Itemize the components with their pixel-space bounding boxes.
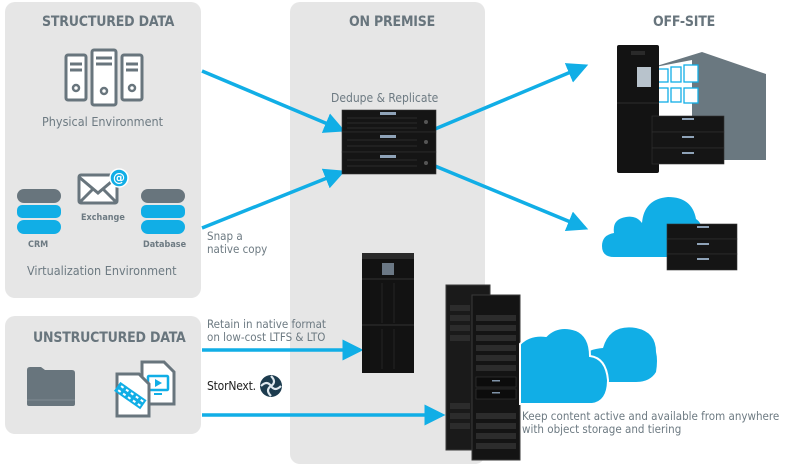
stornext-logo-text: StorNext. [207, 379, 256, 393]
on-premise-title: ON PREMISE [349, 14, 436, 30]
crm-database-icon [17, 189, 61, 234]
media-files-icon [114, 360, 176, 418]
off-site-title: OFF-SITE [653, 14, 716, 30]
offsite-tape-library-icon [617, 45, 659, 173]
offsite-appliance-stack-icon [651, 115, 725, 165]
unstructured-data-title: UNSTRUCTURED DATA [33, 330, 186, 346]
object-storage-cloud-icon [519, 327, 657, 405]
dedupe-replicate-label: Dedupe & Replicate [331, 91, 439, 105]
arrow-physical-to-dedupe [201, 69, 346, 133]
exchange-label: Exchange [81, 213, 125, 223]
physical-environment-label: Physical Environment [42, 114, 164, 129]
exchange-email-icon: @ [77, 168, 129, 205]
arrow-dedupe-to-cloud [434, 164, 589, 232]
structured-data-title: STRUCTURED DATA [42, 14, 175, 30]
cloud-appliance-stack-icon [666, 223, 738, 271]
object-storage-rack-icon [445, 284, 521, 461]
tape-library-icon [362, 253, 414, 373]
retain-native-format-caption: Retain in native format on low-cost LTFS… [207, 317, 326, 344]
snap-native-copy-caption: Snap a native copy [207, 229, 268, 256]
folder-icon [27, 367, 75, 406]
server-rack-icon [64, 48, 144, 107]
crm-label: CRM [28, 240, 49, 250]
stornext-logo-icon [260, 375, 282, 397]
database-icon [141, 189, 185, 234]
database-label: Database [143, 240, 187, 250]
svg-text:@: @ [113, 171, 125, 185]
arrow-virtual-to-dedupe [201, 168, 346, 230]
keep-content-active-caption: Keep content active and available from a… [522, 409, 780, 436]
arrow-dedupe-to-offsite [434, 63, 589, 131]
dedupe-appliance-stack-icon [341, 109, 437, 175]
virtualization-environment-label: Virtualization Environment [27, 263, 177, 278]
